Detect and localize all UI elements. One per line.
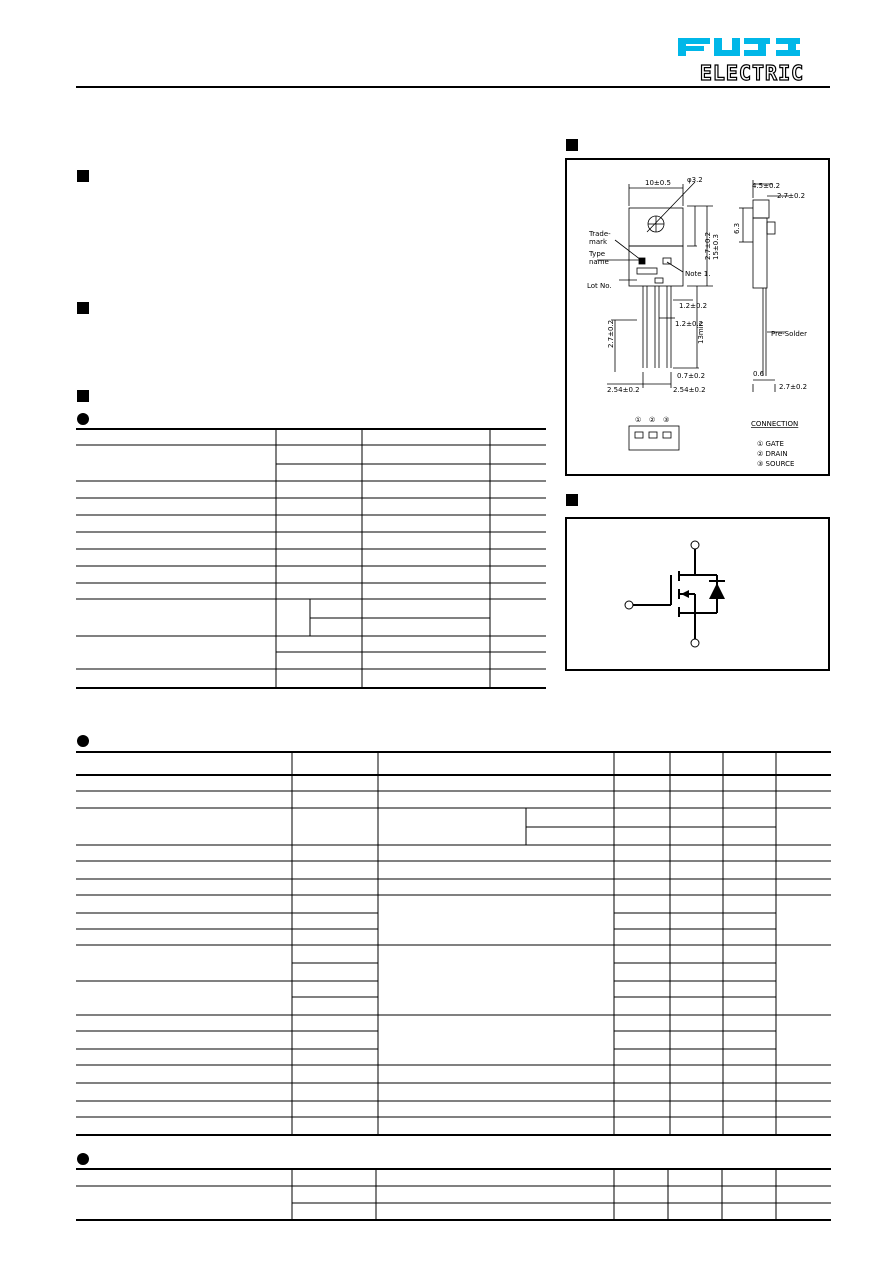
pin-2-label: ② bbox=[649, 416, 655, 424]
logo-graphic: ELECTRIC bbox=[678, 38, 804, 86]
dim-hole-dia: φ3.2 bbox=[687, 176, 703, 184]
package-body bbox=[628, 245, 684, 287]
pin-1-label: ① bbox=[635, 416, 641, 424]
label-note: Note 1. bbox=[685, 270, 710, 278]
section-marker-equivalent-circuit bbox=[566, 494, 578, 506]
section-marker-outline bbox=[566, 139, 578, 151]
dim-0-7: 0.7±0.2 bbox=[677, 372, 705, 380]
connection-gate: ① GATE bbox=[757, 440, 784, 448]
dim-width-top: 10±0.5 bbox=[645, 179, 671, 187]
dim-1-2-b: 1.2±0.2 bbox=[675, 320, 703, 328]
label-trade-mark: Trade-mark bbox=[588, 230, 611, 246]
label-lot-no: Lot No. bbox=[587, 282, 612, 290]
connection-source: ③ SOURCE bbox=[757, 460, 794, 468]
fuji-electric-logo: ELECTRIC bbox=[672, 36, 830, 86]
bullet-thermal-characteristics bbox=[77, 1153, 89, 1165]
thermal-characteristics-table bbox=[76, 1168, 831, 1224]
dim-2-54-a: 2.54±0.2 bbox=[607, 386, 640, 394]
mosfet-symbol-svg bbox=[624, 540, 725, 648]
bullet-absolute-ratings bbox=[77, 413, 89, 425]
section-marker-max-ratings bbox=[77, 390, 89, 402]
dim-side-4-5: 4.5±0.2 bbox=[752, 182, 780, 190]
dim-side-0-6: 0.6 bbox=[753, 370, 765, 378]
equivalent-circuit-panel bbox=[565, 517, 830, 671]
dim-2-7-vert-a: 2.7±0.2 bbox=[704, 232, 712, 260]
section-marker-applications bbox=[77, 302, 89, 314]
dim-side-2-7: 2.7±0.2 bbox=[777, 192, 805, 200]
max-ratings-table bbox=[76, 428, 546, 692]
electrical-characteristics-table bbox=[76, 751, 831, 1139]
dim-side-2-7-bottom: 2.7±0.2 bbox=[779, 383, 807, 391]
dim-2-7-left: 2.7±0.2 bbox=[607, 320, 615, 348]
dim-1-2-a: 1.2±0.2 bbox=[679, 302, 707, 310]
logo-electric-text: ELECTRIC bbox=[700, 61, 804, 84]
dim-2-54-b: 2.54±0.2 bbox=[673, 386, 706, 394]
connection-drain: ② DRAIN bbox=[757, 450, 788, 458]
section-marker-features bbox=[77, 170, 89, 182]
dim-13min: 13min bbox=[697, 322, 705, 344]
dim-side-6-3: 6.3 bbox=[733, 223, 741, 234]
dim-15: 15±0.3 bbox=[712, 234, 720, 260]
label-pre-solder: Pre-Solder bbox=[771, 330, 807, 338]
header-rule bbox=[76, 86, 830, 88]
bullet-electrical-characteristics bbox=[77, 735, 89, 747]
connection-title: CONNECTION bbox=[751, 420, 798, 428]
pin-3-label: ③ bbox=[663, 416, 669, 424]
